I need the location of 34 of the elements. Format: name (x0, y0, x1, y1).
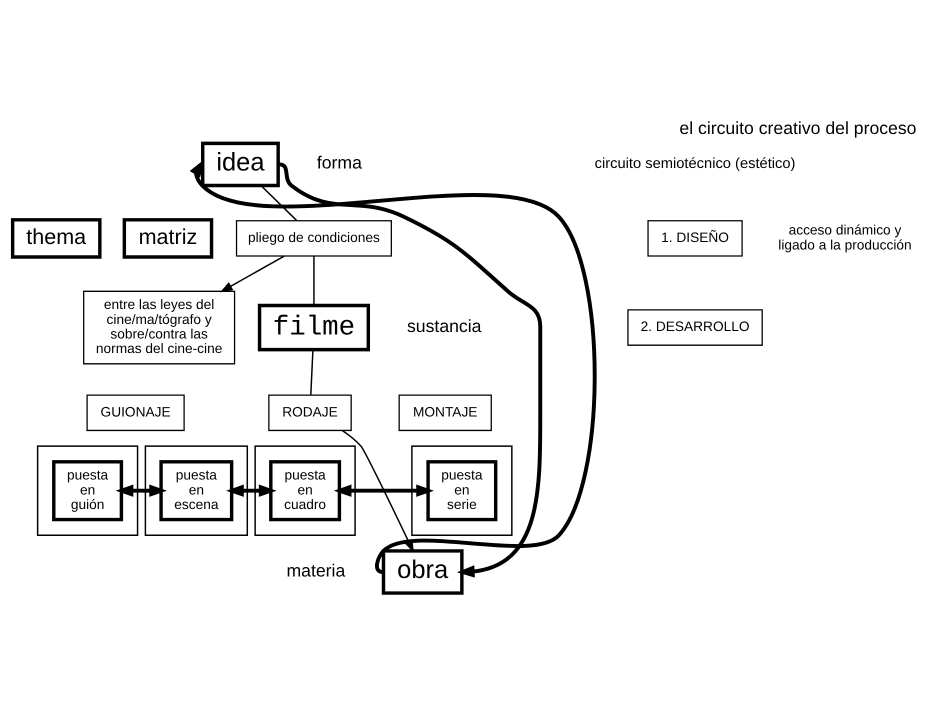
node-label: sustancia (407, 315, 482, 336)
node-box: matriz (122, 218, 214, 258)
node-box: pliego de condiciones (236, 220, 392, 256)
arrow (334, 484, 434, 496)
node-box: 2. DESARROLLO (627, 308, 763, 346)
node-box: filme (258, 303, 370, 351)
node-box: obra (382, 548, 464, 594)
diagram-title: el circuito creativo del proceso (679, 117, 916, 138)
arrow (220, 255, 284, 292)
node-box: GUIONAJE (86, 394, 185, 431)
node-box: RODAJE (268, 394, 352, 431)
connector (260, 184, 298, 221)
node-box: puesta en escena (159, 460, 234, 521)
cluster (144, 444, 248, 536)
cluster (411, 444, 513, 536)
connector (313, 256, 315, 305)
cluster (254, 444, 356, 536)
node-label: materia (286, 560, 346, 580)
node-box: 1. DISEÑO (647, 220, 743, 256)
arrow (226, 484, 276, 496)
node-box: entre las leyes del cine/ma/tógrafo y sobre/contra las normas del cine-cine (83, 290, 236, 364)
node-label: forma (316, 152, 362, 172)
arrow (116, 484, 167, 496)
cluster (36, 444, 138, 536)
node-box: puesta en serie (426, 460, 498, 521)
node-box: idea (201, 141, 280, 187)
node-label: acceso dinámico y ligado a la producción (778, 222, 912, 252)
arrow (278, 162, 542, 578)
connector (310, 349, 314, 394)
label: circuito semiotécnico (estético) (594, 155, 796, 172)
node-box: puesta en cuadro (269, 460, 342, 521)
node-box: puesta en guión (52, 460, 124, 521)
node-box: MONTAJE (398, 394, 492, 431)
node-box: thema (10, 218, 102, 258)
